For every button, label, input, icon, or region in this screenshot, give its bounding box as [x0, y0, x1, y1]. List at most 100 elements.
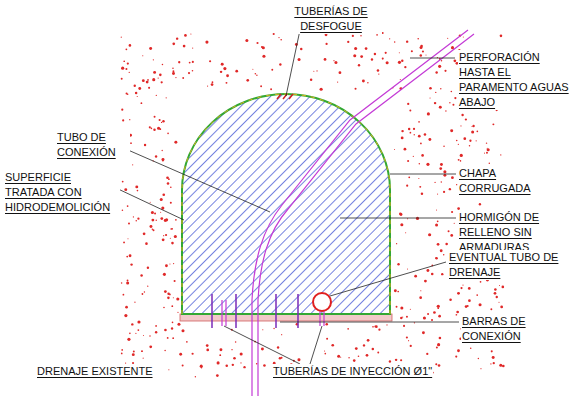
speckle: [463, 137, 466, 140]
speckle: [420, 46, 422, 48]
speckle: [402, 317, 403, 318]
speckle: [164, 219, 167, 222]
speckle: [337, 81, 338, 82]
speckle: [207, 85, 208, 86]
speckle: [480, 281, 482, 283]
callout-label: DRENAJE EXISTENTE: [36, 364, 154, 379]
speckle: [260, 85, 262, 87]
speckle: [153, 59, 154, 60]
speckle: [135, 333, 136, 334]
speckle: [138, 87, 141, 90]
speckle: [360, 55, 363, 58]
speckle: [165, 264, 168, 267]
speckle: [386, 61, 389, 64]
speckle: [420, 54, 423, 57]
speckle: [151, 128, 153, 130]
speckle: [377, 352, 379, 354]
speckle: [389, 38, 390, 39]
speckle: [171, 228, 173, 230]
speckle: [434, 182, 435, 183]
speckle: [172, 337, 174, 339]
speckle: [469, 140, 471, 142]
speckle: [151, 211, 154, 214]
drain-pipe: [313, 293, 331, 311]
speckle: [316, 70, 317, 71]
speckle: [161, 122, 162, 123]
speckle: [149, 345, 152, 348]
speckle: [487, 148, 488, 149]
speckle: [148, 87, 150, 89]
speckle: [130, 263, 132, 265]
speckle: [355, 88, 357, 90]
speckle: [163, 235, 164, 236]
speckle: [125, 306, 128, 309]
speckle: [271, 69, 273, 71]
speckle: [493, 362, 495, 364]
speckle: [492, 123, 494, 125]
speckle: [153, 71, 156, 74]
speckle: [172, 67, 174, 69]
speckle: [142, 55, 143, 56]
speckle: [374, 325, 376, 327]
speckle: [367, 82, 368, 83]
speckle: [440, 163, 443, 166]
speckle: [451, 176, 454, 179]
speckle: [421, 192, 423, 194]
speckle: [243, 366, 245, 368]
speckle: [443, 254, 445, 256]
speckle: [437, 220, 439, 222]
speckle: [186, 341, 188, 343]
speckle: [124, 188, 127, 191]
speckle: [449, 299, 452, 302]
speckle: [334, 61, 337, 64]
speckle: [372, 348, 375, 351]
speckle: [255, 73, 257, 75]
speckle: [478, 358, 479, 359]
speckle: [326, 338, 328, 340]
speckle: [458, 159, 460, 161]
speckle: [492, 356, 495, 359]
speckle: [246, 79, 249, 82]
speckle: [256, 74, 257, 75]
speckle: [178, 61, 180, 63]
speckle: [141, 350, 143, 352]
speckle: [435, 257, 437, 259]
speckle: [441, 60, 442, 61]
speckle: [490, 363, 491, 364]
speckle: [161, 81, 163, 83]
speckle: [420, 143, 422, 145]
speckle: [167, 337, 169, 339]
speckle: [152, 78, 155, 81]
speckle: [399, 213, 402, 216]
speckle: [422, 51, 424, 53]
speckle: [436, 209, 437, 210]
speckle: [279, 63, 281, 65]
speckle: [414, 134, 415, 135]
speckle: [150, 202, 151, 203]
speckle: [472, 125, 474, 127]
speckle: [420, 290, 421, 291]
speckle: [225, 82, 227, 84]
speckle: [371, 58, 373, 60]
speckle: [155, 155, 157, 157]
speckle: [450, 129, 453, 132]
speckle: [424, 280, 427, 283]
speckle: [355, 347, 358, 350]
speckle: [173, 263, 174, 264]
speckle: [137, 320, 140, 323]
rock-mass: [120, 32, 506, 378]
speckle: [465, 118, 467, 120]
speckle: [162, 238, 165, 241]
speckle: [126, 256, 128, 258]
speckle: [130, 142, 132, 144]
speckle: [395, 359, 397, 361]
speckle: [358, 64, 360, 66]
speckle: [428, 233, 431, 236]
speckle: [400, 359, 402, 361]
speckle: [147, 267, 149, 269]
speckle: [168, 178, 170, 180]
speckle: [435, 71, 437, 73]
speckle: [256, 42, 258, 44]
speckle: [166, 176, 169, 179]
speckle: [468, 287, 471, 290]
